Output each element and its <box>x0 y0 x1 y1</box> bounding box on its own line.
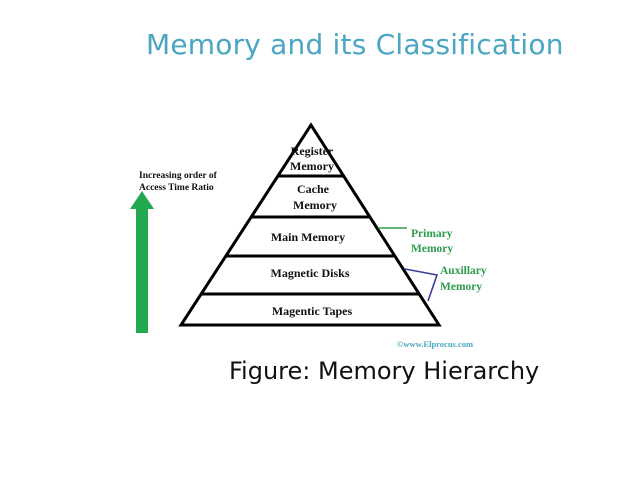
arrow-head <box>130 191 154 209</box>
primary-memory-label-line-2: Memory <box>411 243 453 255</box>
slide-title: Memory and its Classification <box>146 28 564 61</box>
pyramid-outline <box>178 122 442 327</box>
primary-memory-label-line-1: Primary <box>411 228 453 240</box>
arrow-shaft <box>136 208 148 333</box>
axis-label-line-1: Increasing order of <box>139 171 218 181</box>
increasing-arrow-icon <box>130 191 154 333</box>
tier-label: Main Memory <box>271 230 345 244</box>
tier-magnetic-disks: Magnetic Disks <box>271 266 350 280</box>
tier-label: Memory <box>290 159 334 173</box>
auxiliary-memory-label-line-1: Auxillary <box>440 265 487 277</box>
figure-caption: Figure: Memory Hierarchy <box>229 357 540 385</box>
tier-label: Magentic Tapes <box>272 304 353 318</box>
tier-label: Register <box>291 144 334 158</box>
tier-label: Memory <box>293 198 337 212</box>
image-credit: ©www.Elprocus.com <box>397 339 473 349</box>
auxiliary-memory-label-line-2: Memory <box>440 281 482 293</box>
auxiliary-memory-bracket <box>404 268 439 302</box>
tier-register-memory: Register Memory <box>290 144 334 173</box>
axis-label-line-2: Access Time Ratio <box>139 183 214 193</box>
tier-magnetic-tapes: Magentic Tapes <box>272 304 353 318</box>
tier-cache-memory: Cache Memory <box>293 182 337 212</box>
tier-main-memory: Main Memory <box>271 230 345 244</box>
tier-label: Cache <box>297 182 330 196</box>
tier-label: Magnetic Disks <box>271 266 350 280</box>
